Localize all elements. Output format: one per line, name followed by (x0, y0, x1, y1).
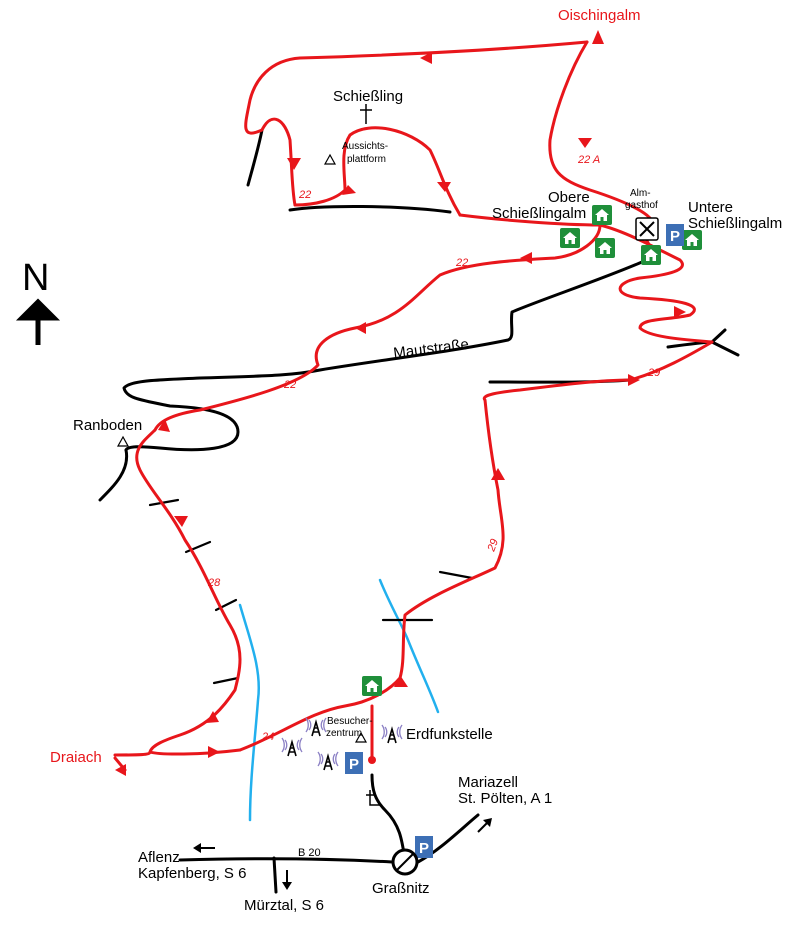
label-besucherzentrum-2: zentrum (326, 728, 362, 739)
parking-icon: P (345, 752, 363, 774)
label-draiach: Draiach (50, 749, 102, 766)
antenna-icon (305, 717, 327, 737)
antenna-icon (317, 751, 339, 771)
mautstrasse-road (122, 260, 644, 452)
road-grassnitz (370, 773, 407, 862)
road-ranboden-west (98, 448, 129, 502)
label-aussichtsplattform-1: Aussichts- (342, 141, 388, 152)
label-aflenz-1: Aflenz (138, 849, 180, 866)
hut-icon (592, 205, 612, 225)
trail-number-29-high: 29 (647, 367, 660, 379)
label-untere-1: Untere (688, 199, 733, 216)
label-obere-1: Obere (548, 189, 590, 206)
trail-number-22-mid: 22 (455, 257, 468, 269)
label-obere-2: Schießlingalm (492, 205, 586, 222)
label-untere-2: Schießlingalm (688, 215, 782, 232)
trail-arrows (115, 30, 686, 776)
ranboden-peak-icon (116, 435, 130, 447)
hut-icon (595, 238, 615, 258)
antenna-icon (281, 737, 303, 757)
summit-cross-icon (360, 104, 372, 124)
label-almgasthof-1: Alm- (630, 188, 651, 199)
road-top-west-spur (246, 128, 264, 187)
svg-text:P: P (349, 756, 359, 773)
trail-number-24: 24 (261, 731, 274, 743)
label-erdfunkstelle: Erdfunkstelle (406, 726, 493, 743)
river-right (378, 578, 440, 714)
label-grassnitz: Graßnitz (372, 880, 430, 897)
road-mariazell (416, 813, 480, 864)
road-muerztal (272, 856, 278, 894)
restaurant-icon (635, 217, 659, 241)
hut-icon (362, 676, 382, 696)
svg-text:P: P (419, 840, 429, 857)
svg-text:P: P (670, 228, 680, 245)
label-schiessling: Schießling (333, 88, 403, 105)
trail-number-22a: 22 A (577, 154, 600, 166)
label-aflenz-2: Kapfenberg, S 6 (138, 865, 246, 882)
antenna-icon (381, 724, 403, 744)
viewpoint-icon (323, 153, 337, 165)
compass-arrow-icon (15, 298, 61, 345)
parking-icon: P (415, 836, 433, 858)
trail-number-28: 28 (207, 577, 221, 589)
trail-number-22-top: 22 (298, 189, 311, 201)
river-left (238, 603, 260, 822)
label-aussichtsplattform-2: plattform (347, 154, 386, 165)
parking-icon: P (666, 224, 684, 246)
chapel-cross-icon (366, 790, 380, 806)
hut-icon (641, 245, 661, 265)
direction-arrows (193, 818, 492, 890)
hut-icon (560, 228, 580, 248)
trail-number-29-low: 29 (485, 537, 501, 554)
label-mariazell-2: St. Pölten, A 1 (458, 790, 552, 807)
label-ranboden: Ranboden (73, 417, 142, 434)
grassnitz-junction-icon (391, 848, 419, 876)
compass-north-label: N (22, 257, 49, 299)
trail-network (113, 40, 714, 772)
label-muerztal: Mürztal, S 6 (244, 897, 324, 914)
label-mariazell-1: Mariazell (458, 774, 518, 791)
label-b20: B 20 (298, 847, 321, 859)
start-point-icon (368, 756, 376, 764)
trail-number-22-low: 22 (283, 379, 296, 391)
hut-icon (682, 230, 702, 250)
trail-ticks (148, 498, 474, 685)
road-b20 (178, 857, 394, 864)
visitor-center-icon (354, 731, 368, 743)
label-besucherzentrum-1: Besucher- (327, 716, 373, 727)
label-almgasthof-2: gasthof (625, 200, 658, 211)
road-top-west (288, 204, 452, 214)
label-oischingalm: Oischingalm (558, 7, 641, 24)
label-mautstrasse: Mautstraße (392, 336, 469, 362)
